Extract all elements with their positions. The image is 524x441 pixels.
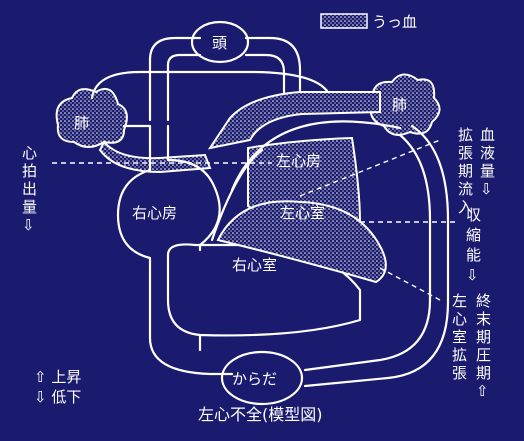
lv-char-1: 左	[452, 292, 467, 310]
diastolic-inflow-char-3: 期	[458, 162, 473, 180]
edp-char-2: 末	[476, 310, 491, 328]
lung-right: 肺	[369, 73, 441, 136]
cardiac-output-char-2: 拍	[22, 162, 37, 180]
cardiac-output-char-4: 量	[22, 198, 37, 216]
blood-volume-char-1: 血	[480, 126, 495, 144]
lung-left: 肺	[55, 88, 128, 148]
arrow-key: ⇧ 上昇 ⇩ 低下	[34, 368, 81, 406]
lv-char-3: 室	[452, 328, 467, 346]
lv-char-2: 心	[452, 310, 467, 328]
blood-volume-char-2: 液	[480, 144, 495, 162]
edp-char-1: 終	[476, 292, 491, 310]
edp-char-5: 期	[476, 364, 491, 382]
body-circuit: からだ	[198, 333, 304, 406]
legend-label: うっ血	[372, 13, 417, 31]
left-heart: 左心房 左心室	[210, 120, 402, 284]
diastolic-inflow-char-1: 拡	[458, 126, 473, 144]
right-ventricle-label: 右心室	[232, 256, 277, 274]
contractility-char-3: 能	[466, 246, 481, 264]
caption: 左心不全(模型図)	[198, 405, 323, 424]
right-atrium-label: 右心房	[132, 204, 177, 222]
body-label: からだ	[232, 370, 277, 388]
edp-char-3: 期	[476, 328, 491, 346]
head-circuit: 頭	[148, 20, 302, 122]
blood-volume-char-3: 量	[480, 162, 495, 180]
edp-char-4: 圧	[476, 346, 491, 364]
pulmonary-vessels	[90, 70, 381, 174]
cardiac-output-char-1: 心	[22, 144, 37, 162]
edp-arrow: ⇧	[476, 382, 489, 400]
key-down: ⇩ 低下	[34, 388, 81, 406]
blood-volume-annotation: 血 液 量 ⇩	[480, 126, 495, 198]
cardiac-output-annotation: 心 拍 出 量 ⇩	[22, 144, 37, 234]
cardiac-output-char-3: 出	[22, 180, 37, 198]
cardiac-output-arrow: ⇩	[22, 216, 35, 234]
left-atrium-label: 左心房	[276, 152, 321, 170]
systemic-outflow	[303, 124, 450, 388]
diastolic-inflow-char-4: 流	[458, 180, 473, 198]
contractility-arrow: ⇩	[466, 266, 479, 284]
end-diastolic-pressure-annotation: 左 心 室 拡 張 終 末 期 圧 期 ⇧	[452, 292, 491, 400]
contractility-annotation: 収 縮 能 ⇩	[466, 206, 481, 284]
lv-char-4: 拡	[452, 346, 467, 364]
lv-char-5: 張	[452, 364, 467, 382]
contractility-char-1: 収	[466, 206, 481, 224]
diastolic-inflow-char-2: 張	[458, 144, 473, 162]
leader-lines	[52, 139, 458, 301]
diastolic-inflow-char-5: 入	[458, 198, 473, 216]
right-heart: 右心房 右心室	[116, 124, 362, 376]
head-label: 頭	[212, 34, 227, 52]
key-up: ⇧ 上昇	[34, 368, 81, 386]
left-ventricle-label: 左心室	[280, 204, 325, 222]
diastolic-inflow-annotation: 拡 張 期 流 入	[458, 126, 473, 216]
contractility-char-2: 縮	[466, 226, 481, 244]
legend: うっ血	[320, 13, 417, 31]
blood-volume-arrow: ⇩	[480, 180, 493, 198]
congestion-swatch	[320, 13, 368, 29]
lung-right-label: 肺	[392, 96, 407, 114]
lung-left-label: 肺	[74, 114, 89, 132]
